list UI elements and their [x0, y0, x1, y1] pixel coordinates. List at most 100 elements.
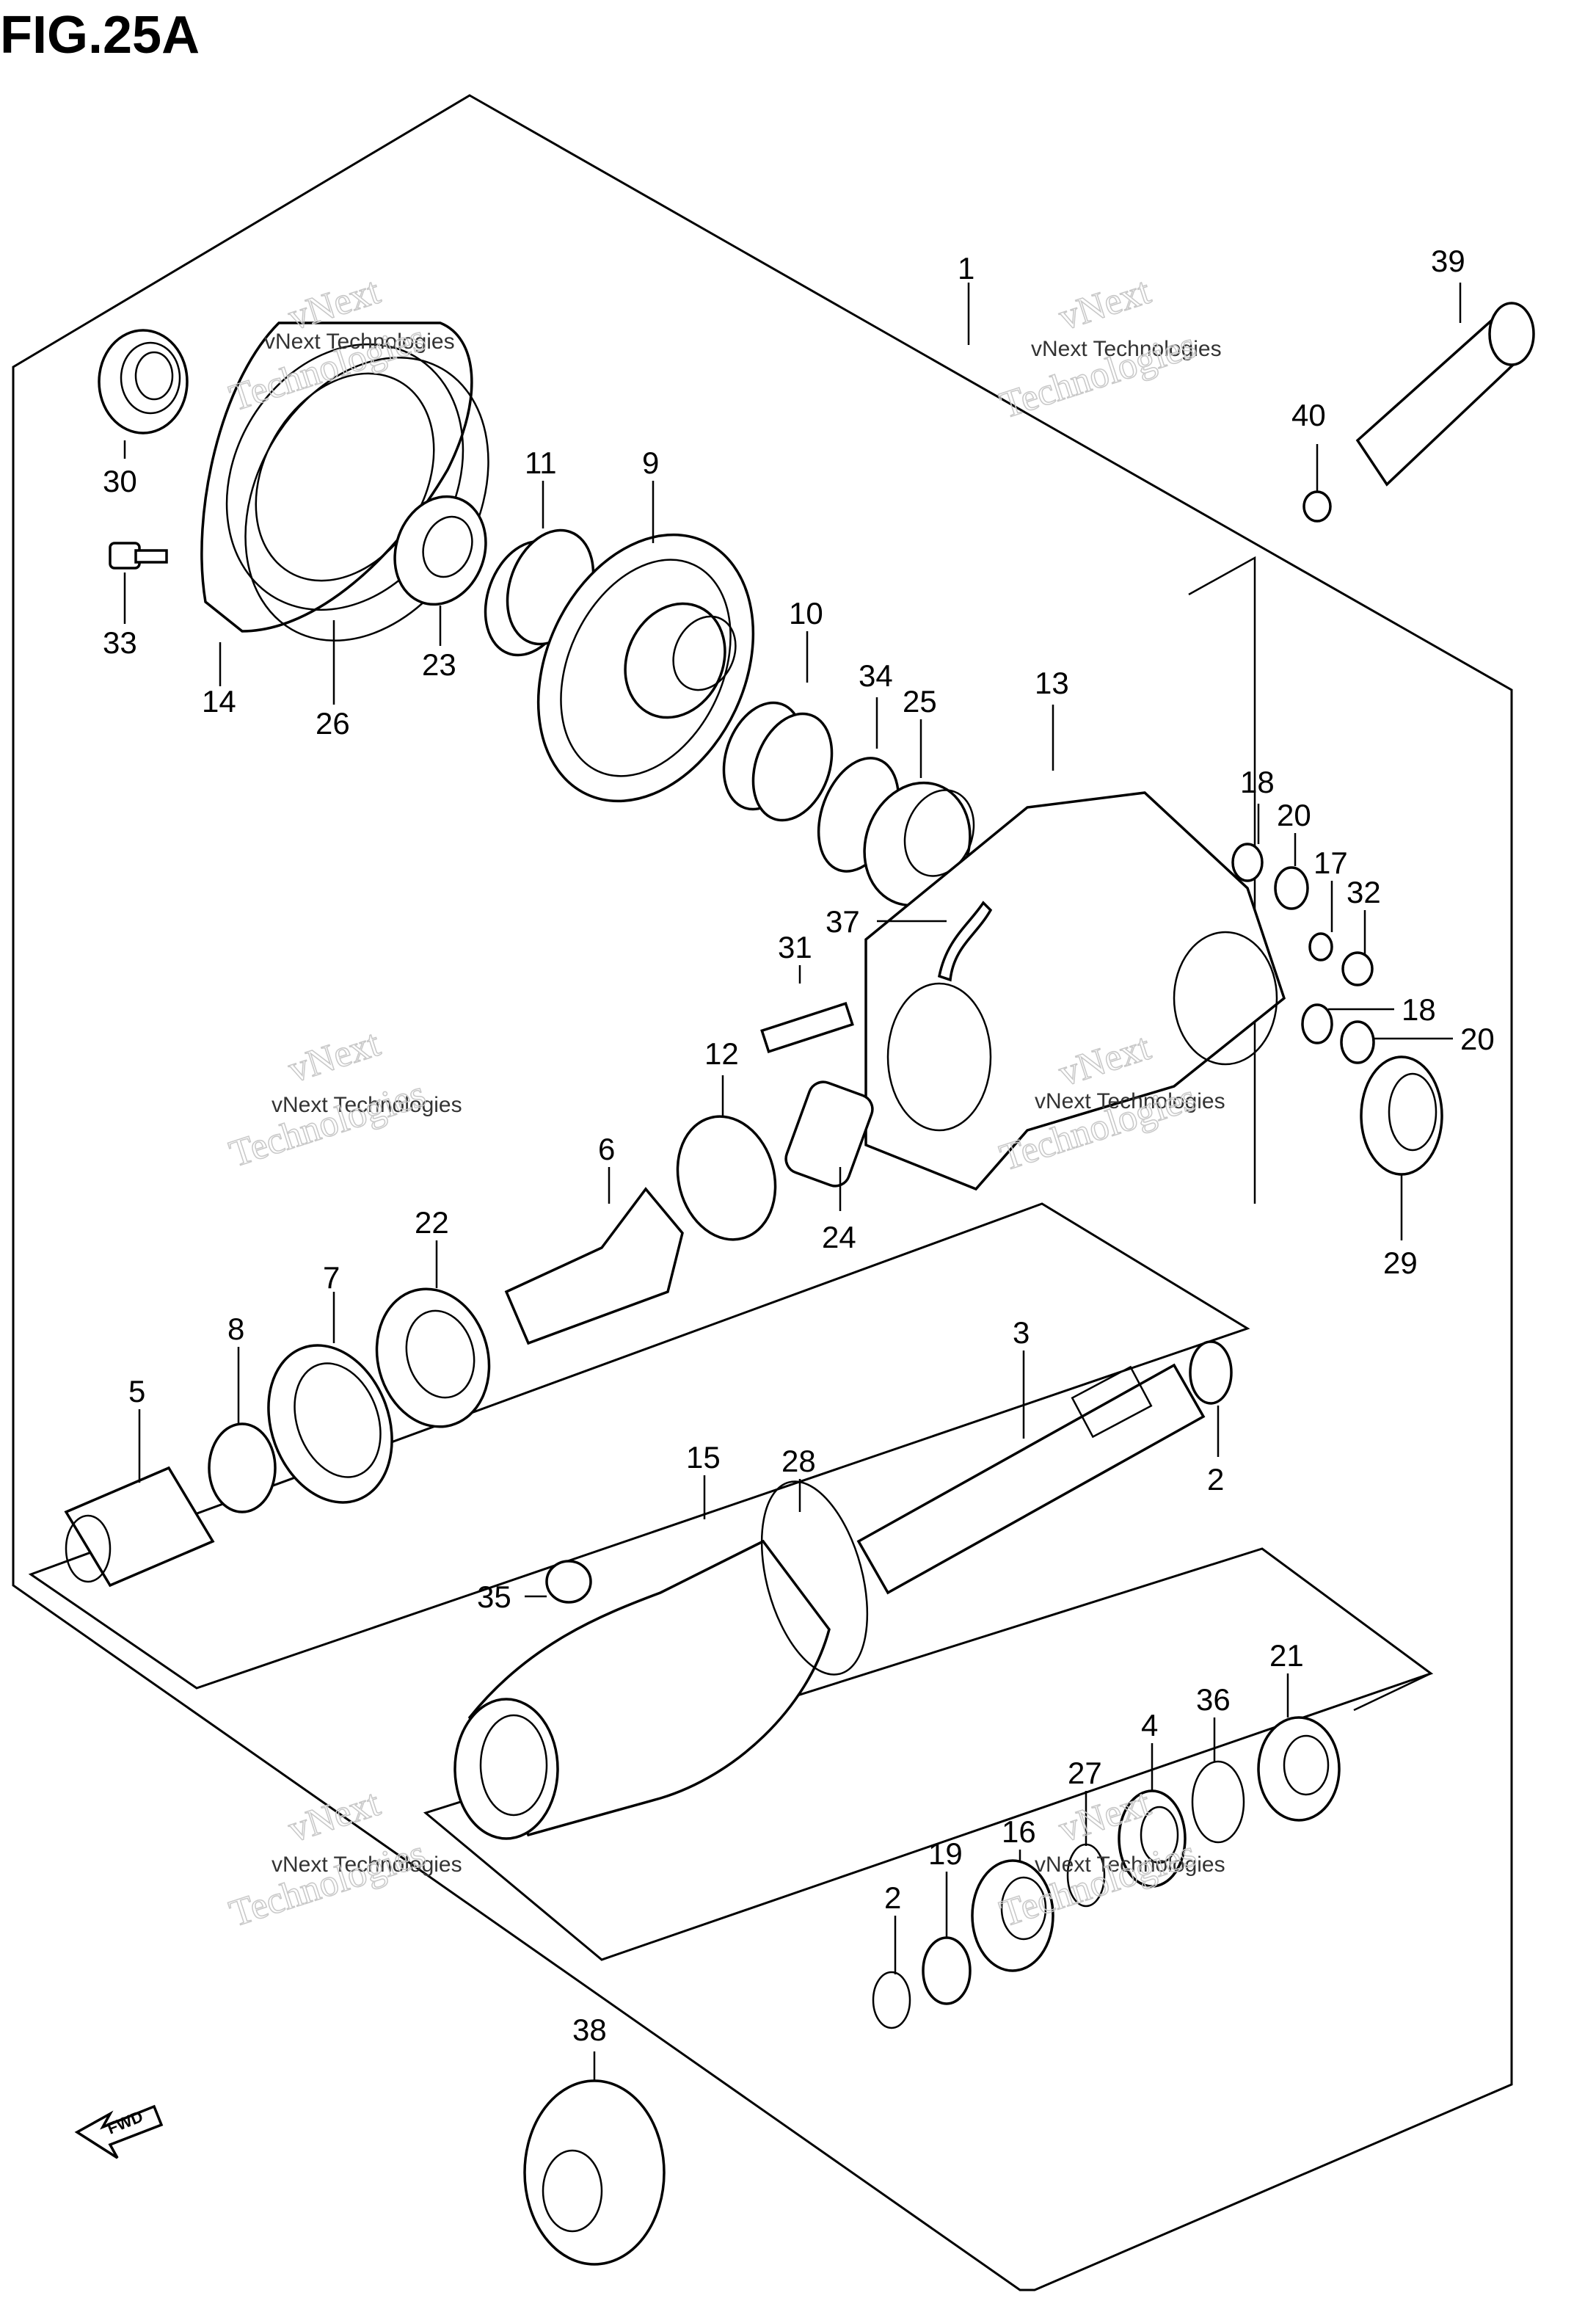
- svg-text:Technologies: Technologies: [225, 1833, 431, 1935]
- part-20-plug-upper: [1274, 866, 1309, 910]
- part-12-shim: [676, 1115, 777, 1241]
- callout-16: 16: [1002, 1814, 1036, 1849]
- callout-1: 1: [958, 251, 974, 286]
- figure-title: FIG.25A: [0, 6, 200, 65]
- part-32-bolt: [1341, 951, 1374, 986]
- callout-40: 40: [1291, 398, 1326, 432]
- watermark-6: vNext vNext Technologies Technologies: [994, 1781, 1225, 1935]
- callout-15: 15: [686, 1440, 721, 1475]
- watermark-2: vNext vNext Technologies Technologies: [994, 269, 1222, 427]
- callout-20-lower: 20: [1460, 1022, 1495, 1056]
- callout-27: 27: [1068, 1756, 1102, 1790]
- part-21-bearing: [1257, 1716, 1341, 1822]
- callout-3: 3: [1013, 1315, 1030, 1350]
- assembly-frame-outer: [12, 94, 1513, 2291]
- part-3-shaft: [856, 1363, 1206, 1595]
- part-31-stud: [760, 1001, 854, 1054]
- callout-28: 28: [781, 1444, 816, 1478]
- svg-text:vNext Technologies: vNext Technologies: [1035, 1853, 1225, 1877]
- svg-text:vNext: vNext: [283, 1782, 385, 1851]
- callout-26: 26: [316, 706, 350, 741]
- callout-leaders: [123, 283, 1462, 2081]
- svg-text:vNext Technologies: vNext Technologies: [1031, 337, 1222, 361]
- callout-18-upper: 18: [1240, 765, 1275, 799]
- svg-text:vNext: vNext: [1054, 270, 1156, 339]
- part-38-boot: [523, 2079, 666, 2266]
- svg-text:vNext Technologies: vNext Technologies: [264, 330, 455, 354]
- part-5-spacer: [64, 1466, 215, 1588]
- part-28-o-ring: [760, 1480, 869, 1676]
- callout-19: 19: [928, 1836, 963, 1871]
- part-36-circlip: [1191, 1760, 1245, 1844]
- part-16-dust-cover: [971, 1859, 1054, 1972]
- part-29-oil-seal: [1360, 1055, 1443, 1176]
- callout-23: 23: [422, 647, 456, 682]
- part-6-bevel-pinion: [504, 1187, 684, 1345]
- callout-30: 30: [103, 464, 137, 498]
- callout-labels: 1 39 40 30 33 14 26 23 11 9 10 34 25 13 …: [103, 244, 1495, 2047]
- callout-18-lower: 18: [1402, 992, 1436, 1027]
- part-19-washer: [922, 1936, 972, 2005]
- callout-34: 34: [859, 658, 893, 693]
- callout-31: 31: [778, 930, 812, 964]
- part-9-ring-gear: [536, 533, 755, 803]
- callout-7: 7: [323, 1260, 340, 1295]
- part-7-bearing: [267, 1344, 393, 1504]
- part-33-bolt: [109, 542, 168, 570]
- part-22-bearing: [375, 1287, 491, 1428]
- callout-33: 33: [103, 625, 137, 660]
- callout-2-upper: 2: [1207, 1462, 1224, 1497]
- part-10-shims: [722, 701, 834, 822]
- svg-text:vNext Technologies: vNext Technologies: [1035, 1089, 1225, 1113]
- callout-2-lower: 2: [884, 1880, 901, 1915]
- part-2-circlip-lower: [872, 1971, 911, 2029]
- svg-text:vNext Technologies: vNext Technologies: [272, 1093, 462, 1117]
- callout-11: 11: [525, 446, 557, 480]
- part-13-final-gear-case: [864, 791, 1286, 1191]
- part-37-breather-hose: [937, 901, 993, 982]
- part-15-shaft-housing: [453, 1539, 831, 1840]
- callout-6: 6: [598, 1132, 615, 1166]
- svg-text:vNext Technologies: vNext Technologies: [272, 1853, 462, 1877]
- part-40-clamp: [1302, 490, 1332, 523]
- callout-36: 36: [1196, 1682, 1231, 1717]
- callout-35: 35: [477, 1579, 511, 1614]
- callout-17: 17: [1313, 846, 1348, 880]
- callout-12: 12: [704, 1036, 739, 1071]
- callout-14: 14: [202, 684, 236, 719]
- callout-5: 5: [128, 1374, 145, 1408]
- fwd-arrow-icon: FWD: [74, 2104, 164, 2159]
- part-18-washer-lower: [1301, 1003, 1333, 1044]
- part-8-collar: [208, 1422, 277, 1513]
- callout-9: 9: [642, 446, 659, 480]
- part-30-oil-seal: [98, 329, 189, 435]
- callout-20-upper: 20: [1277, 798, 1311, 832]
- callout-37: 37: [826, 904, 860, 939]
- callout-22: 22: [415, 1205, 449, 1240]
- callout-4: 4: [1141, 1708, 1158, 1742]
- callout-39: 39: [1431, 244, 1465, 278]
- callout-10: 10: [789, 596, 823, 630]
- part-35-nut: [545, 1560, 592, 1604]
- part-24-bushing: [784, 1080, 874, 1188]
- part-20-plug-lower: [1340, 1020, 1375, 1064]
- callout-13: 13: [1035, 666, 1069, 700]
- part-18-washer-upper: [1231, 843, 1264, 882]
- watermark-3: vNext vNext Technologies Technologies: [224, 1022, 462, 1176]
- part-23-bearing: [393, 495, 487, 606]
- callout-38: 38: [572, 2013, 607, 2047]
- callout-8: 8: [227, 1312, 244, 1346]
- frame-leader-2: [1353, 1672, 1432, 1712]
- svg-text:vNext: vNext: [283, 1022, 385, 1091]
- watermark-5: vNext vNext Technologies Technologies: [224, 1781, 462, 1935]
- callout-29: 29: [1383, 1246, 1418, 1280]
- part-39-boot: [1355, 302, 1535, 487]
- callout-25: 25: [903, 684, 937, 719]
- callout-32: 32: [1347, 875, 1381, 909]
- assembly-frame-pinion: [28, 1202, 1250, 1690]
- part-17-washer: [1308, 932, 1333, 961]
- part-2-circlip-upper: [1189, 1340, 1233, 1405]
- svg-text:Technologies: Technologies: [225, 1073, 431, 1176]
- callout-24: 24: [822, 1220, 856, 1254]
